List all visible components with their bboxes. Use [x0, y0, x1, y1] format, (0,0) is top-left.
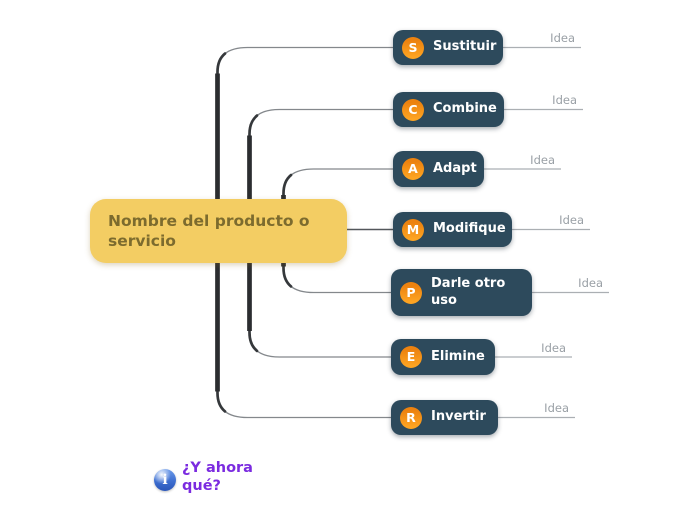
idea-placeholder[interactable]: Idea: [530, 152, 555, 167]
topic-label: Sustituir: [433, 39, 497, 55]
floating-topic-label[interactable]: ¿Y ahora qué?: [182, 460, 253, 494]
idea-placeholder[interactable]: Idea: [559, 213, 584, 227]
topic-node-modifique[interactable]: M Modifique: [393, 212, 512, 247]
info-icon[interactable]: i: [154, 469, 176, 491]
scamper-letter-icon: R: [400, 406, 422, 429]
topic-node-combine[interactable]: C Combine: [393, 92, 504, 127]
topic-label: Darle otro uso: [431, 276, 506, 308]
topic-node-darle-otro-uso[interactable]: P Darle otro uso: [391, 269, 532, 316]
scamper-letter-icon: E: [400, 346, 422, 368]
topic-label: Invertir: [431, 409, 486, 425]
idea-placeholder[interactable]: Idea: [550, 31, 575, 45]
idea-placeholder[interactable]: Idea: [552, 93, 577, 107]
idea-placeholder[interactable]: Idea: [544, 401, 569, 415]
scamper-letter-icon: P: [400, 281, 422, 304]
topic-node-sustituir[interactable]: S Sustituir: [393, 30, 503, 65]
scamper-letter-icon: A: [402, 158, 424, 180]
topic-node-invertir[interactable]: R Invertir: [391, 400, 498, 435]
central-topic-node[interactable]: Nombre del producto o servicio: [90, 199, 347, 263]
topic-label: Adapt: [433, 160, 477, 176]
topic-label: Combine: [433, 101, 497, 117]
scamper-letter-icon: M: [402, 218, 424, 241]
floating-topic[interactable]: i ¿Y ahora qué?: [154, 460, 254, 495]
topic-node-adapt[interactable]: A Adapt: [393, 151, 484, 187]
idea-placeholder[interactable]: Idea: [578, 276, 603, 290]
topic-label: Modifique: [433, 221, 506, 237]
idea-placeholder[interactable]: Idea: [541, 340, 566, 355]
scamper-letter-icon: S: [402, 36, 424, 59]
topic-node-elimine[interactable]: E Elimine: [391, 339, 495, 375]
scamper-letter-icon: C: [402, 98, 424, 121]
topic-label: Elimine: [431, 348, 485, 364]
central-topic-label: Nombre del producto o servicio: [108, 211, 310, 250]
